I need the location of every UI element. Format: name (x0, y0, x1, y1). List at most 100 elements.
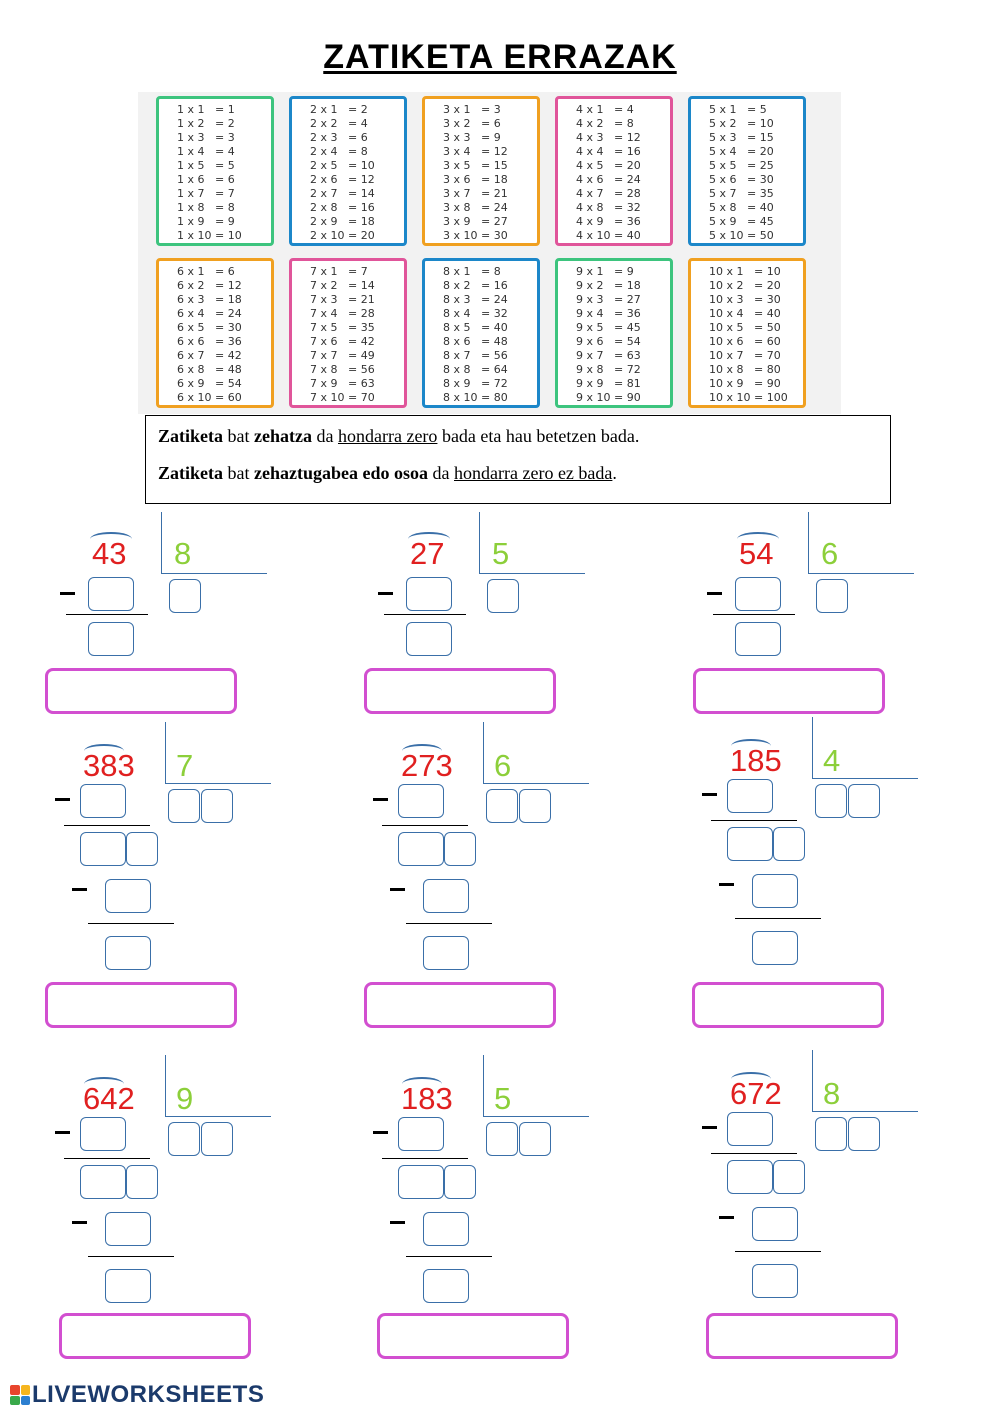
partial-remainder-box-units[interactable] (444, 832, 476, 866)
subtraction-line (711, 1153, 797, 1154)
division-bracket-vertical (812, 717, 813, 779)
remainder-box[interactable] (735, 622, 781, 656)
subtrahend-box[interactable] (398, 784, 444, 818)
answer-box[interactable] (45, 982, 237, 1028)
final-remainder-box[interactable] (752, 931, 798, 965)
quotient-box-tens[interactable] (168, 789, 200, 823)
dividend: 642 (83, 1081, 135, 1116)
division-bracket-horizontal (161, 573, 267, 574)
times-table-line: 8 x 2 = 16 (443, 279, 508, 292)
answer-box[interactable] (693, 668, 885, 714)
quotient-box[interactable] (487, 579, 519, 613)
subtrahend-box[interactable] (80, 1117, 126, 1151)
times-table-line: 5 x 8 = 40 (709, 201, 774, 214)
quotient-box-tens[interactable] (815, 1117, 847, 1151)
division-bracket-horizontal (165, 783, 271, 784)
answer-box[interactable] (45, 668, 237, 714)
minus-sign (702, 793, 717, 796)
final-remainder-box[interactable] (752, 1264, 798, 1298)
logo-icon (10, 1385, 30, 1405)
subtrahend-box[interactable] (727, 1112, 773, 1146)
subtrahend-box[interactable] (88, 577, 134, 611)
partial-remainder-box[interactable] (398, 1165, 444, 1199)
partial-remainder-box[interactable] (80, 1165, 126, 1199)
quotient-box-units[interactable] (519, 1122, 551, 1156)
quotient-box-tens[interactable] (815, 784, 847, 818)
answer-box[interactable] (692, 982, 884, 1028)
answer-box[interactable] (59, 1313, 251, 1359)
subtrahend-box[interactable] (80, 784, 126, 818)
times-table-line: 8 x 1 = 8 (443, 265, 501, 278)
partial-remainder-box[interactable] (727, 1160, 773, 1194)
quotient-box-units[interactable] (848, 784, 880, 818)
minus-sign-second (390, 888, 405, 891)
answer-box[interactable] (364, 668, 556, 714)
answer-box[interactable] (706, 1313, 898, 1359)
second-subtrahend-box[interactable] (752, 874, 798, 908)
times-table-line: 3 x 6 = 18 (443, 173, 508, 186)
times-table-line: 4 x 5 = 20 (576, 159, 641, 172)
partial-remainder-box[interactable] (398, 832, 444, 866)
partial-remainder-box[interactable] (80, 832, 126, 866)
division-bracket-vertical (165, 722, 166, 784)
quotient-box-units[interactable] (848, 1117, 880, 1151)
final-remainder-box[interactable] (105, 1269, 151, 1303)
times-table-line: 8 x 3 = 24 (443, 293, 508, 306)
times-table-line: 1 x 4 = 4 (177, 145, 235, 158)
quotient-box[interactable] (816, 579, 848, 613)
division-bracket-horizontal (808, 573, 914, 574)
minus-sign (707, 592, 722, 595)
times-table-line: 1 x 7 = 7 (177, 187, 235, 200)
times-table-line: 6 x 6 = 36 (177, 335, 242, 348)
answer-box[interactable] (364, 982, 556, 1028)
times-table-line: 9 x 9 = 81 (576, 377, 641, 390)
times-table-line: 1 x 2 = 2 (177, 117, 235, 130)
partial-remainder-box-units[interactable] (126, 1165, 158, 1199)
quotient-box-tens[interactable] (486, 789, 518, 823)
times-table-line: 5 x 4 = 20 (709, 145, 774, 158)
times-table-line: 7 x 8 = 56 (310, 363, 375, 376)
quotient-box-units[interactable] (201, 789, 233, 823)
quotient-box-units[interactable] (201, 1122, 233, 1156)
answer-box[interactable] (377, 1313, 569, 1359)
times-table-line: 3 x 3 = 9 (443, 131, 501, 144)
second-subtrahend-box[interactable] (423, 879, 469, 913)
subtrahend-box[interactable] (406, 577, 452, 611)
times-table-line: 8 x 8 = 64 (443, 363, 508, 376)
second-subtrahend-box[interactable] (105, 1212, 151, 1246)
final-remainder-box[interactable] (423, 936, 469, 970)
second-subtrahend-box[interactable] (752, 1207, 798, 1241)
quotient-box-units[interactable] (519, 789, 551, 823)
divisor: 8 (823, 1076, 841, 1111)
subtrahend-box[interactable] (398, 1117, 444, 1151)
final-remainder-box[interactable] (423, 1269, 469, 1303)
times-table-line: 10 x 2 = 20 (709, 279, 781, 292)
divisor: 8 (174, 536, 192, 571)
second-subtrahend-box[interactable] (105, 879, 151, 913)
times-table-line: 7 x 4 = 28 (310, 307, 375, 320)
quotient-box-tens[interactable] (486, 1122, 518, 1156)
times-table-line: 3 x 4 = 12 (443, 145, 508, 158)
page-title: ZATIKETA ERRAZAK (323, 38, 677, 76)
dividend: 43 (92, 536, 127, 571)
subtrahend-box[interactable] (727, 779, 773, 813)
times-table-line: 3 x 1 = 3 (443, 103, 501, 116)
quotient-box-tens[interactable] (168, 1122, 200, 1156)
divisor: 9 (176, 1081, 194, 1116)
partial-remainder-box-units[interactable] (773, 827, 805, 861)
times-table-line: 4 x 2 = 8 (576, 117, 634, 130)
quotient-box[interactable] (169, 579, 201, 613)
partial-remainder-box-units[interactable] (773, 1160, 805, 1194)
second-subtrahend-box[interactable] (423, 1212, 469, 1246)
times-table-line: 9 x 4 = 36 (576, 307, 641, 320)
partial-remainder-box[interactable] (727, 827, 773, 861)
remainder-box[interactable] (406, 622, 452, 656)
partial-remainder-box-units[interactable] (444, 1165, 476, 1199)
remainder-box[interactable] (88, 622, 134, 656)
subtrahend-box[interactable] (735, 577, 781, 611)
final-remainder-box[interactable] (105, 936, 151, 970)
partial-remainder-box-units[interactable] (126, 832, 158, 866)
